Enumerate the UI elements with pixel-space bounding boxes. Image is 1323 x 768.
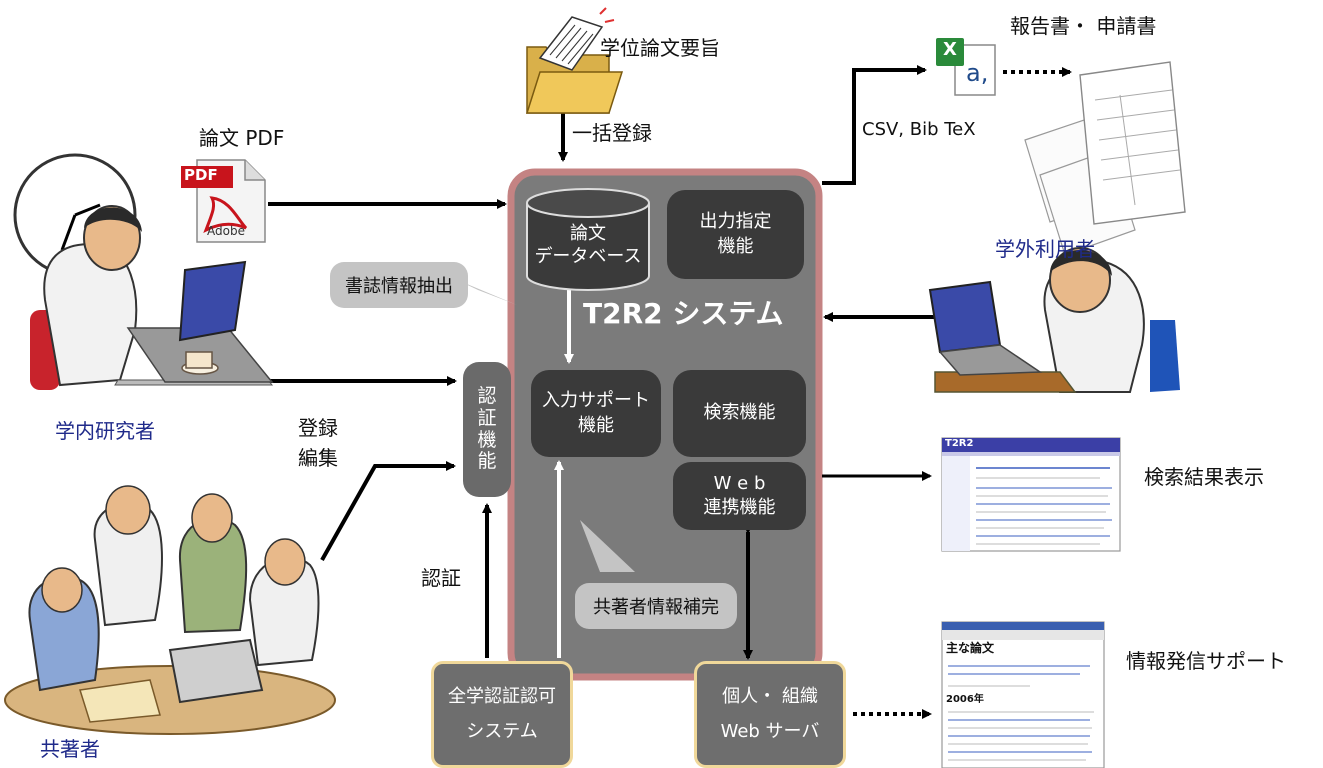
auth-char-2: 証 bbox=[477, 406, 497, 429]
report-stack-icon bbox=[1024, 61, 1186, 256]
coauthor-complete-callout: 共著者情報補完 bbox=[575, 583, 737, 629]
paper-pdf-label: 論文 PDF bbox=[199, 126, 285, 150]
web-link-box: W e b 連携機能 bbox=[673, 462, 806, 530]
system-frame bbox=[507, 168, 823, 681]
report-label: 報告書・ 申請書 bbox=[1010, 14, 1157, 38]
search-function-box: 検索機能 bbox=[673, 370, 806, 457]
excel-a-text: a, bbox=[966, 59, 989, 87]
database-label: 論文 データベース bbox=[527, 222, 649, 269]
info-title-text: 主な論文 bbox=[946, 641, 995, 655]
authentication-label: 認証 bbox=[421, 566, 461, 590]
external-user-illustration bbox=[928, 247, 1180, 393]
researcher-illustration bbox=[13, 153, 274, 390]
pdf-document-icon bbox=[181, 159, 266, 243]
csv-label: CSV, Bib TeX bbox=[862, 119, 976, 140]
campus-auth-system-box: 全学認証認可 システム bbox=[431, 661, 573, 768]
campus-auth-line2: システム bbox=[466, 720, 538, 742]
web-server-line1: 個人・ 組織 bbox=[722, 686, 818, 708]
coauthor-register-arrow bbox=[320, 461, 456, 561]
database-label-line2: データベース bbox=[534, 246, 642, 268]
output-function-box: 出力指定 機能 bbox=[667, 190, 804, 279]
web-link-line1: W e b bbox=[713, 472, 766, 494]
biblio-extract-callout: 書誌情報抽出 bbox=[330, 262, 468, 308]
info-year-text: 2006年 bbox=[946, 694, 984, 705]
database-label-line1: 論文 bbox=[570, 223, 606, 244]
input-support-line1: 入力サポート bbox=[542, 390, 650, 412]
excel-icon bbox=[936, 38, 996, 96]
results-logo-text: T2R2 bbox=[945, 438, 974, 449]
auth-char-1: 認 bbox=[477, 384, 497, 407]
csv-export-arrow bbox=[822, 65, 927, 185]
auth-char-3: 機 bbox=[477, 428, 497, 451]
search-function-label: 検索機能 bbox=[703, 402, 776, 424]
web-server-line2: Web サーバ bbox=[720, 720, 820, 742]
output-function-line2: 機能 bbox=[717, 235, 754, 257]
search-results-screenshot bbox=[941, 437, 1121, 552]
web-server-box: 個人・ 組織 Web サーバ bbox=[694, 661, 846, 768]
abstract-folder-icon bbox=[525, 7, 624, 114]
input-support-box: 入力サポート 機能 bbox=[531, 370, 661, 457]
excel-x-text: X bbox=[943, 39, 957, 60]
external-user-label: 学外利用者 bbox=[995, 237, 1095, 261]
web-link-line2: 連携機能 bbox=[703, 497, 776, 518]
auth-char-4: 能 bbox=[477, 450, 497, 473]
internal-researcher-label: 学内研究者 bbox=[55, 419, 155, 443]
register-label: 登録 bbox=[298, 416, 338, 440]
coauthor-label: 共著者 bbox=[40, 737, 100, 761]
input-support-line2: 機能 bbox=[578, 414, 614, 436]
bulk-register-label: 一括登録 bbox=[572, 121, 652, 145]
adobe-icon-text: Adobe bbox=[207, 224, 245, 238]
info-page-screenshot bbox=[941, 621, 1105, 768]
auth-function-box: 認 証 機 能 bbox=[463, 362, 511, 497]
info-support-label: 情報発信サポート bbox=[1126, 649, 1286, 673]
campus-auth-line1: 全学認証認可 bbox=[448, 686, 556, 708]
system-name: T2R2 システム bbox=[583, 297, 784, 330]
search-results-label: 検索結果表示 bbox=[1144, 465, 1264, 489]
output-function-line1: 出力指定 bbox=[699, 211, 772, 233]
biblio-callout-tail bbox=[455, 279, 517, 305]
pdf-icon-text: PDF bbox=[184, 166, 218, 184]
coauthors-illustration bbox=[4, 485, 336, 735]
database-cylinder bbox=[526, 188, 650, 291]
coauthor-callout-tail bbox=[580, 520, 635, 572]
abstract-label: 学位論文要旨 bbox=[600, 36, 720, 60]
edit-label: 編集 bbox=[298, 446, 338, 470]
